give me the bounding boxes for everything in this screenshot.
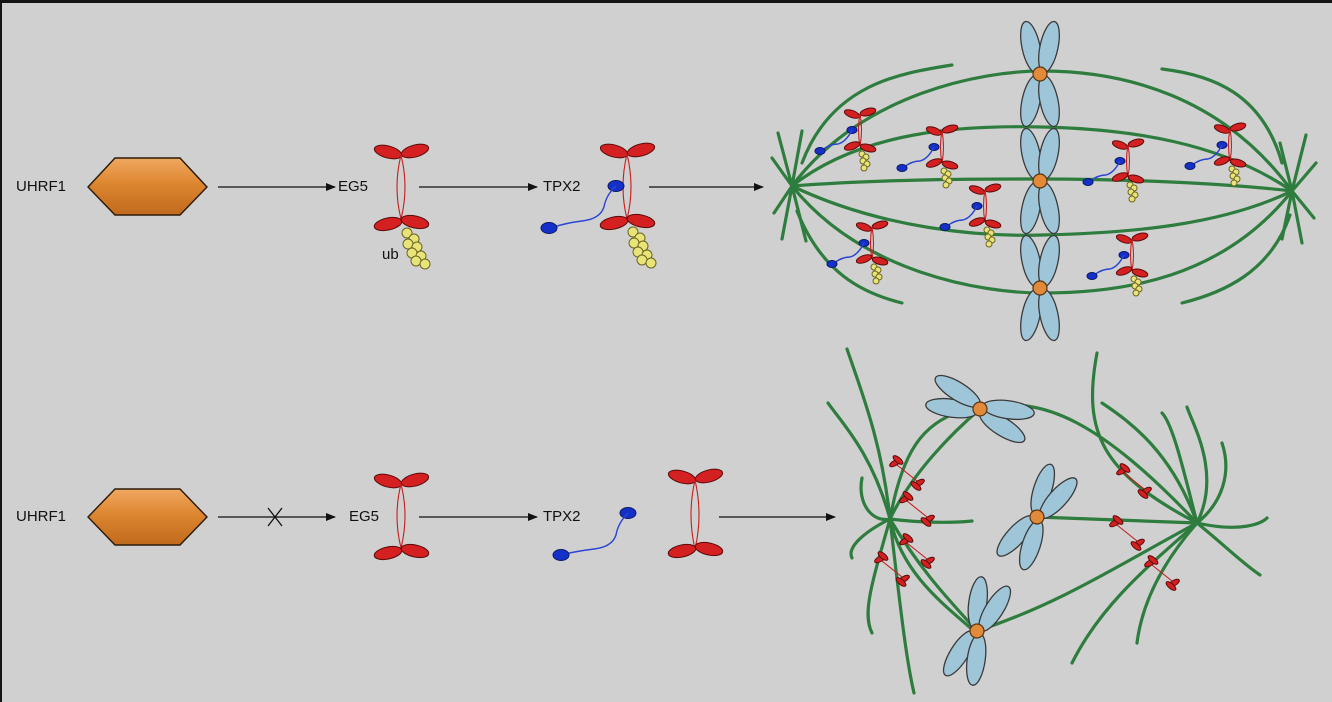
eg5-tpx2-complex: [540, 142, 657, 269]
top-row: UHRF1 EG5 ub TPX2: [16, 19, 1318, 343]
eg5-motor: [373, 472, 430, 561]
chromosome: [1016, 126, 1064, 236]
bottom-row: UHRF1 EG5 TPX2: [16, 347, 1269, 695]
tpx2-label: TPX2: [543, 508, 581, 525]
eg5-tpx2-motor: [814, 105, 878, 172]
chromosome: [1016, 19, 1064, 129]
uhrf1-hexagon: [87, 157, 208, 216]
uhrf1-label: UHRF1: [16, 508, 66, 525]
eg5-crosslink: [897, 531, 937, 571]
tpx2-tail: [540, 222, 558, 234]
eg5-tpx2-motor: [939, 181, 1003, 248]
eg5-label: EG5: [349, 508, 379, 525]
eg5-crosslink: [1114, 461, 1154, 501]
chromosome: [935, 571, 1019, 691]
bipolar-spindle: [770, 19, 1318, 343]
eg5-tpx2-motor: [1184, 120, 1248, 187]
uhrf1-hexagon: [87, 488, 208, 546]
eg5-tpx2-motor: [1082, 136, 1146, 203]
eg5-ubiquitinated-motor: [373, 143, 431, 270]
ub-label: ub: [382, 246, 399, 263]
free-tpx2: [552, 507, 637, 561]
uhrf1-label: UHRF1: [16, 178, 66, 195]
eg5-label: EG5: [338, 178, 368, 195]
ubiquitin-chain: [627, 226, 657, 269]
free-eg5-motor: [667, 468, 724, 559]
ubiquitin-chain: [401, 227, 431, 270]
chromosome: [920, 367, 1040, 451]
tpx2-label: TPX2: [543, 178, 581, 195]
defective-spindle: [826, 347, 1269, 695]
chromosome: [1016, 233, 1064, 343]
eg5-crosslink: [1142, 553, 1182, 593]
block-x-icon: [267, 507, 283, 527]
